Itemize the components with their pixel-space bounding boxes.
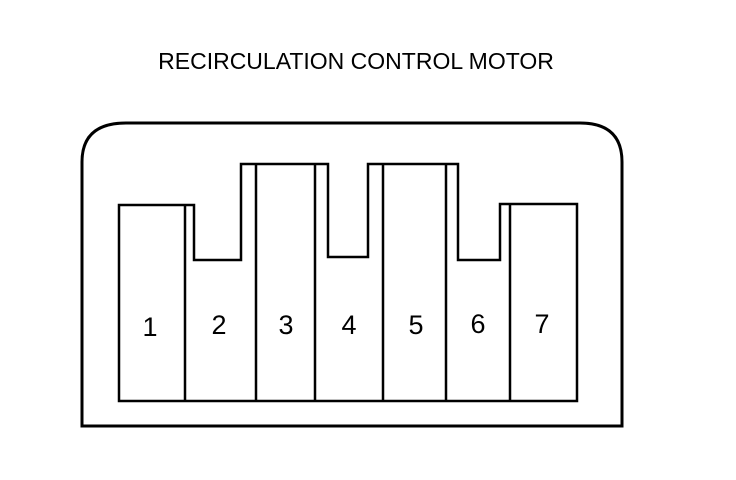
pin-label-7: 7 [534, 309, 549, 339]
pin-label-1: 1 [142, 312, 157, 342]
pin-label-2: 2 [211, 310, 226, 340]
pin-label-3: 3 [278, 310, 293, 340]
pin-label-5: 5 [408, 310, 423, 340]
diagram-title: RECIRCULATION CONTROL MOTOR [158, 48, 554, 74]
connector-housing [80, 121, 624, 428]
pin-label-4: 4 [341, 310, 356, 340]
terminal-block-outline [117, 162, 579, 403]
pin-label-6: 6 [470, 309, 485, 339]
